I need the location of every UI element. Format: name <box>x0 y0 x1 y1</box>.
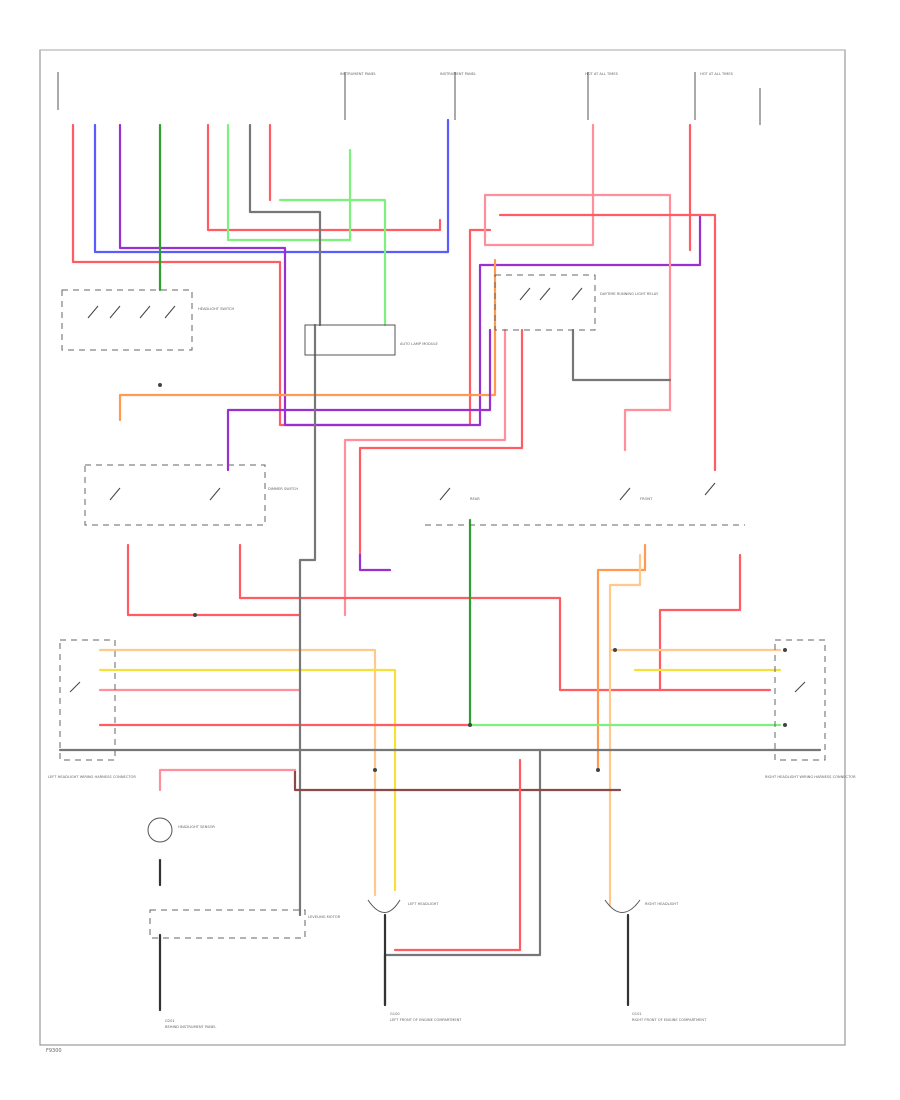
left-headlight-symbol <box>367 899 401 913</box>
wire-purple-2 <box>226 328 492 472</box>
bus-orange-top <box>98 648 377 897</box>
label-front: FRONT <box>640 497 653 501</box>
label-right-headlight: RIGHT HEADLIGHT <box>645 902 679 906</box>
wire-red-3 <box>483 123 672 452</box>
label-ground-g201: G201 <box>165 1019 175 1023</box>
label-dimmer-switch: DIMMER SWITCH <box>268 487 298 491</box>
right-harness-connector <box>774 639 826 761</box>
right-headlight-symbol <box>604 899 641 913</box>
left-harness-connector <box>59 639 116 761</box>
junction-dots <box>158 383 787 772</box>
wire-purple-3 <box>358 553 392 572</box>
leveling-motor-box <box>149 909 306 939</box>
wire-pink-relay <box>343 328 507 617</box>
dimmer-switch-box <box>84 464 266 526</box>
wire-gray-relay <box>571 328 672 382</box>
wire-blue <box>93 118 450 254</box>
label-headlight-sensor: HEADLIGHT SENSOR <box>178 825 215 829</box>
wire-pink-lower <box>158 768 297 792</box>
label-left-headlight: LEFT HEADLIGHT <box>408 902 439 906</box>
components: HEADLIGHT SWITCH AUTO LAMP MODULE DAYTIM… <box>48 274 856 1029</box>
wire-red-leftlamp <box>393 758 522 952</box>
top-label-inst-2: INSTRUMENT PANEL <box>440 72 476 76</box>
wire-gray-1 <box>248 123 322 327</box>
wire-gray-down <box>298 323 317 917</box>
label-daytime-relay: DAYTIME RUNNING LIGHT RELAY <box>600 292 659 296</box>
label-leveling-motor: LEVELING MOTOR <box>308 915 341 919</box>
label-left-harness: LEFT HEADLIGHT WIRING HARNESS CONNECTOR <box>48 775 136 779</box>
wire-pink-dimmer1 <box>126 543 302 617</box>
wire-brown <box>293 768 622 792</box>
wire-orange-2 <box>596 543 647 772</box>
wire-red-dimmer2 <box>238 543 772 692</box>
wire-tan-2 <box>608 553 642 907</box>
switch-contacts <box>69 287 806 693</box>
wire-orange <box>118 258 497 422</box>
top-connectors: INSTRUMENT PANEL INSTRUMENT PANEL HOT AT… <box>57 72 761 125</box>
wire-gray-lower <box>383 748 542 1007</box>
wire-red-5 <box>498 213 717 472</box>
label-ground-g201-desc: BEHIND INSTRUMENT PANEL <box>165 1025 216 1029</box>
label-auto-lamp: AUTO LAMP MODULE <box>400 342 439 346</box>
daytime-relay-box <box>494 274 596 331</box>
label-ground-g101: G101 <box>632 1012 642 1016</box>
wire-red-level <box>658 553 742 692</box>
bus-tan <box>98 668 397 892</box>
headlight-switch-box <box>61 289 193 351</box>
wires <box>58 118 822 1012</box>
wire-green-3 <box>278 198 387 327</box>
wire-red-relay2 <box>358 328 524 557</box>
label-right-harness: RIGHT HEADLIGHT WIRING HARNESS CONNECTOR <box>765 775 856 779</box>
top-label-hot-2: HOT AT ALL TIMES <box>700 72 734 76</box>
auto-lamp-module-box <box>304 324 396 356</box>
figure-code: F9300 <box>46 1048 62 1054</box>
label-ground-g101-desc: RIGHT FRONT OF ENGINE COMPARTMENT <box>632 1018 707 1022</box>
top-label-hot-1: HOT AT ALL TIMES <box>585 72 619 76</box>
label-headlight-switch: HEADLIGHT SWITCH <box>198 307 234 311</box>
label-ground-g100-desc: LEFT FRONT OF ENGINE COMPARTMENT <box>390 1018 462 1022</box>
wire-red-feed <box>71 123 492 427</box>
headlight-sensor <box>147 817 173 843</box>
label-rear: REAR <box>470 497 480 501</box>
wire-purple <box>118 123 702 427</box>
top-label-inst-1: INSTRUMENT PANEL <box>340 72 376 76</box>
wire-pink-1 <box>206 123 442 232</box>
label-ground-g100: G100 <box>390 1012 400 1016</box>
wire-green-2 <box>226 123 352 242</box>
